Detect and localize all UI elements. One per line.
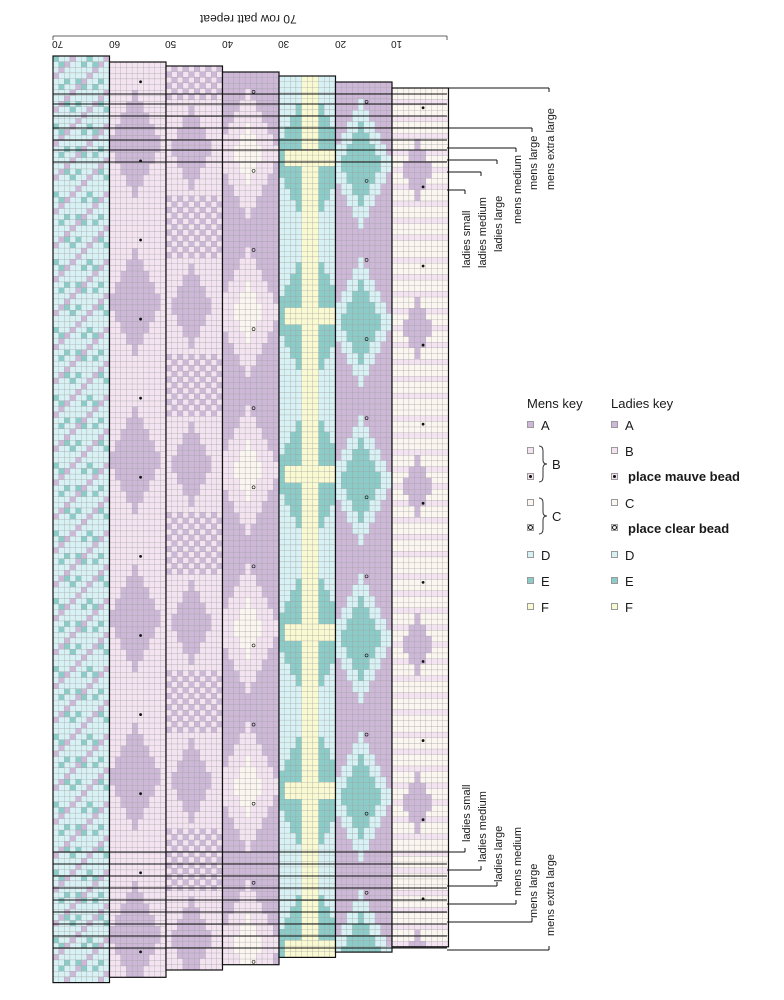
ladies-swatch-a	[611, 421, 618, 428]
mens-swatch-a	[527, 421, 534, 428]
size-label-mens-large: mens large	[528, 135, 540, 190]
ladies-key-label: place mauve bead	[628, 469, 740, 484]
size-label-ladies-medium: ladies medium	[477, 791, 489, 862]
brace-icon	[538, 445, 548, 483]
column-number: 30	[278, 38, 290, 49]
brace-icon	[538, 497, 548, 535]
repeat-label: 70 row patt repeat	[200, 12, 297, 26]
column-number: 20	[335, 38, 347, 49]
size-label-ladies-small: ladies small	[461, 210, 473, 268]
column-number: 10	[391, 38, 403, 49]
mens-key-label: F	[541, 600, 549, 615]
mens-key-label: B	[552, 457, 561, 472]
ladies-swatch-d	[611, 551, 618, 558]
mens-key-label: E	[541, 574, 550, 589]
ladies-key-label: C	[625, 496, 635, 511]
ladies-key-label: place clear bead	[628, 521, 730, 536]
ladies-key-title: Ladies key	[611, 396, 674, 411]
mens-key-label: C	[552, 509, 562, 524]
ladies-swatch-e	[611, 577, 618, 584]
ladies-swatch-f	[611, 603, 618, 610]
size-label-mens-extra-large: mens extra large	[545, 854, 557, 936]
clear-bead-icon	[612, 525, 617, 530]
size-label-ladies-small: ladies small	[461, 784, 473, 842]
mens-swatch-d	[527, 551, 534, 558]
mens-swatch-e	[527, 577, 534, 584]
ladies-key-label: E	[625, 574, 634, 589]
ladies-key-label: A	[625, 418, 634, 433]
column-number: 40	[222, 38, 234, 49]
ladies-key-label: D	[625, 548, 635, 563]
size-label-mens-medium: mens medium	[512, 154, 524, 224]
clear-bead-icon	[528, 525, 533, 530]
mauve-bead-icon	[613, 475, 616, 478]
size-label-ladies-large: ladies large	[493, 195, 505, 252]
ladies-swatch-b	[611, 447, 618, 454]
mens-key-label: D	[541, 548, 551, 563]
size-label-ladies-medium: ladies medium	[477, 197, 489, 268]
mens-key-title: Mens key	[527, 396, 583, 411]
mens-swatch-f	[527, 603, 534, 610]
column-number: 60	[109, 38, 121, 49]
mens-swatch-b	[527, 447, 534, 454]
column-number: 50	[165, 38, 177, 49]
ladies-key-label: B	[625, 444, 634, 459]
size-label-mens-medium: mens medium	[512, 826, 524, 896]
size-label-ladies-large: ladies large	[493, 825, 505, 882]
ladies-swatch-c	[611, 499, 618, 506]
column-number: 70	[52, 38, 64, 49]
ladies-key-label: F	[625, 600, 633, 615]
mauve-bead-icon	[529, 475, 532, 478]
size-label-mens-large: mens large	[528, 863, 540, 918]
mens-key-label: A	[541, 418, 550, 433]
size-label-mens-extra-large: mens extra large	[545, 108, 557, 190]
mens-swatch-c	[527, 499, 534, 506]
